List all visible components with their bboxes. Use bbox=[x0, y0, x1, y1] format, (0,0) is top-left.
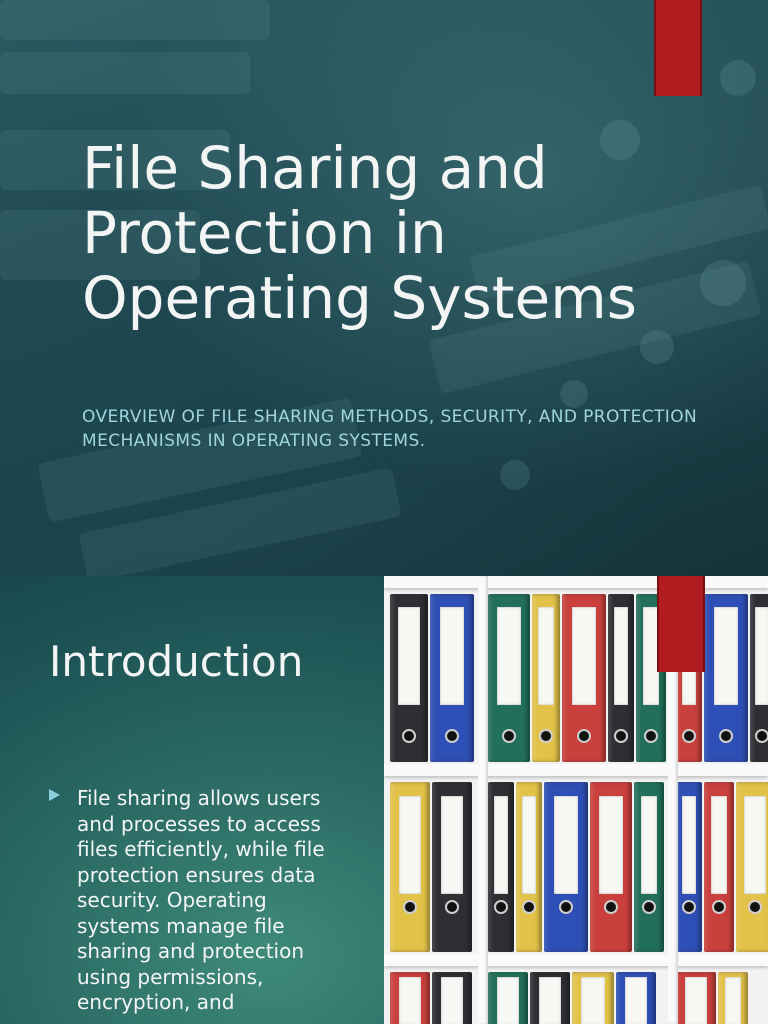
list-item: File sharing allows users and processes … bbox=[49, 786, 349, 1016]
server-rack-background-image bbox=[0, 0, 768, 576]
bullet-list: File sharing allows users and processes … bbox=[49, 786, 349, 1016]
shelf-post bbox=[668, 576, 678, 1024]
bullet-text: File sharing allows users and processes … bbox=[77, 786, 325, 1014]
shelf-board bbox=[384, 954, 768, 966]
introduction-heading: Introduction bbox=[49, 637, 304, 686]
shelf-board bbox=[384, 576, 768, 588]
shelf-board bbox=[384, 764, 768, 776]
shelf-post bbox=[478, 576, 488, 1024]
title-slide: File Sharing and Protection in Operating… bbox=[0, 0, 768, 576]
accent-bookmark-tab bbox=[654, 0, 702, 96]
slide-title: File Sharing and Protection in Operating… bbox=[82, 134, 637, 332]
slide-subtitle: Overview of file sharing methods, securi… bbox=[82, 407, 698, 451]
binder-shelf-image bbox=[384, 576, 768, 1024]
accent-bookmark-tab bbox=[657, 576, 705, 672]
triangle-bullet-icon bbox=[49, 789, 60, 801]
